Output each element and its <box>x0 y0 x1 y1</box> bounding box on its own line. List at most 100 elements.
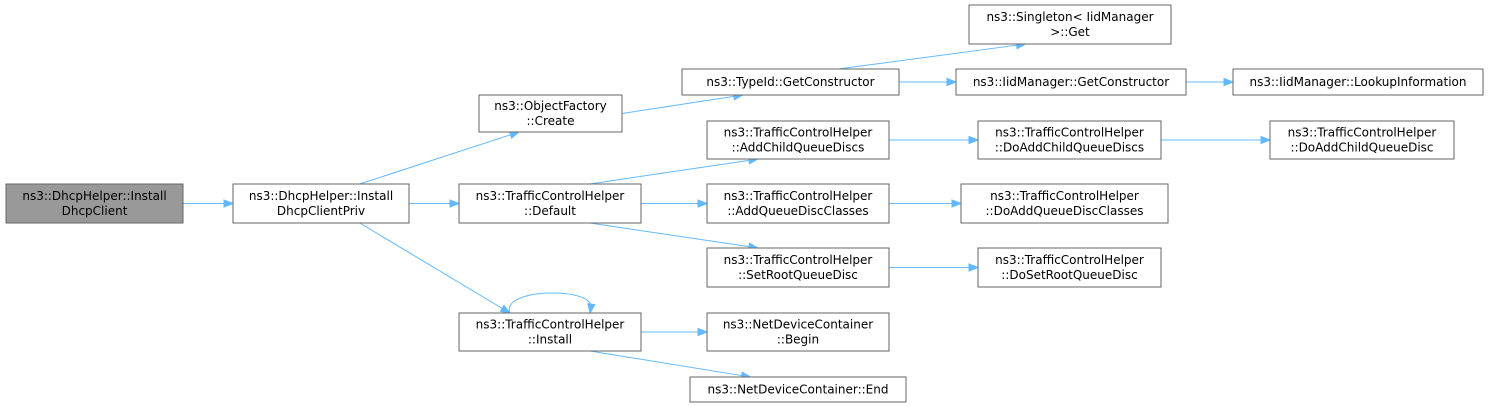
edge-n_priv-to-n_def <box>409 199 461 208</box>
node-label-line: ns3::TrafficControlHelper <box>724 126 873 140</box>
edge-n_priv-to-n_of <box>359 130 521 185</box>
node-lookup[interactable]: ns3::IidManager::LookupInformation <box>1232 68 1484 96</box>
edge-n_tid-to-n_sing <box>838 41 1027 70</box>
node-dosrqd[interactable]: ns3::TrafficControlHelper::DoSetRootQueu… <box>977 247 1162 288</box>
node-label-line: ns3::DhcpHelper::Install <box>22 189 166 203</box>
node-box[interactable] <box>232 183 410 224</box>
edge-n_inst-to-n_ndcb <box>641 327 709 337</box>
node-doacqd[interactable]: ns3::TrafficControlHelper::DoAddChildQue… <box>977 120 1162 160</box>
node-box[interactable] <box>706 120 890 160</box>
edge-n_of-to-n_tid <box>621 92 745 114</box>
node-label-line: DhcpClient <box>62 204 128 218</box>
node-doaqdc[interactable]: ns3::TrafficControlHelper::DoAddQueueDis… <box>960 183 1169 224</box>
edge-line <box>838 44 1017 70</box>
edge-n_inst-to-n_inst <box>509 292 596 315</box>
arrow-head-icon <box>223 199 235 208</box>
node-label-line: ns3::TrafficControlHelper <box>724 253 873 267</box>
arrow-head-icon <box>697 199 709 208</box>
node-label-line: ns3::ObjectFactory <box>494 99 607 113</box>
node-label-line: ns3::TrafficControlHelper <box>990 189 1139 203</box>
edge-line <box>509 292 591 314</box>
arrow-head-icon <box>1223 77 1235 87</box>
node-label-line: ::AddQueueDiscClasses <box>727 204 868 218</box>
node-label-line: ::Default <box>524 204 576 218</box>
edge-n_srqd-to-n_dosrqd <box>889 263 980 272</box>
node-label-line: ::SetRootQueueDisc <box>738 268 858 282</box>
edge-line <box>589 222 750 248</box>
node-box[interactable] <box>478 94 623 133</box>
edge-n_tid-to-n_iidgc <box>899 77 958 87</box>
edge-n_doacqd-to-n_doacqd1 <box>1161 135 1272 145</box>
node-box[interactable] <box>458 183 642 224</box>
edge-n_iidgc-to-n_lookup <box>1186 77 1235 87</box>
node-box[interactable] <box>706 183 890 224</box>
node-label-line: ns3::TrafficControlHelper <box>724 189 873 203</box>
node-iidgc[interactable]: ns3::IidManager::GetConstructor <box>955 68 1187 96</box>
arrow-head-icon <box>951 199 963 208</box>
edge-n_root-to-n_priv <box>183 199 235 208</box>
edge-n_def-to-n_acqd <box>589 156 760 185</box>
node-label-line: ::DoAddChildQueueDisc <box>1290 141 1433 155</box>
arrow-head-icon <box>968 135 980 145</box>
node-acqd[interactable]: ns3::TrafficControlHelper::AddChildQueue… <box>706 120 890 160</box>
arrow-head-icon <box>968 263 980 272</box>
edge-n_def-to-n_srqd <box>589 222 760 251</box>
arrow-head-icon <box>499 304 512 314</box>
node-box[interactable] <box>977 120 1162 160</box>
node-label-line: ::DoSetRootQueueDisc <box>1001 268 1137 282</box>
node-label-line: ns3::IidManager::GetConstructor <box>973 75 1169 89</box>
node-def[interactable]: ns3::TrafficControlHelper::Default <box>458 183 642 224</box>
node-doacqd1[interactable]: ns3::TrafficControlHelper::DoAddChildQue… <box>1269 120 1455 160</box>
node-label-line: DhcpClientPriv <box>277 204 365 218</box>
nodes-layer: ns3::DhcpHelper::InstallDhcpClientns3::D… <box>5 4 1484 403</box>
edge-n_priv-to-n_inst <box>359 222 512 314</box>
node-label-line: >::Get <box>1050 25 1090 39</box>
node-label-line: ns3::TrafficControlHelper <box>476 318 625 332</box>
node-srqd[interactable]: ns3::TrafficControlHelper::SetRootQueueD… <box>706 247 890 288</box>
node-inst[interactable]: ns3::TrafficControlHelper::Install <box>458 312 642 352</box>
node-label-line: ::DoAddQueueDiscClasses <box>986 204 1144 218</box>
node-of[interactable]: ns3::ObjectFactory::Create <box>478 94 623 133</box>
arrow-head-icon <box>449 199 461 208</box>
node-label-line: ::DoAddChildQueueDiscs <box>995 141 1144 155</box>
node-ndce[interactable]: ns3::NetDeviceContainer::End <box>689 376 907 403</box>
node-box[interactable] <box>977 247 1162 288</box>
node-box[interactable] <box>689 376 907 403</box>
arrow-head-icon <box>1260 135 1272 145</box>
edge-n_acqd-to-n_doacqd <box>889 135 980 145</box>
node-label-line: ns3::TypeId::GetConstructor <box>706 75 874 89</box>
edge-n_def-to-n_aqdc <box>641 199 709 208</box>
edge-line <box>621 95 734 114</box>
arrow-head-icon <box>946 77 958 87</box>
edge-line <box>589 350 742 377</box>
node-box[interactable] <box>960 183 1169 224</box>
node-box[interactable] <box>5 183 184 224</box>
node-box[interactable] <box>681 68 900 96</box>
arrow-head-icon <box>697 327 709 337</box>
edge-line <box>359 222 503 309</box>
node-label-line: ns3::TrafficControlHelper <box>1288 126 1437 140</box>
node-label-line: ns3::TrafficControlHelper <box>476 189 625 203</box>
node-tid[interactable]: ns3::TypeId::GetConstructor <box>681 68 900 96</box>
node-label-line: ns3::IidManager::LookupInformation <box>1250 75 1467 89</box>
node-sing[interactable]: ns3::Singleton< IidManager>::Get <box>968 4 1172 45</box>
edge-line <box>359 134 511 185</box>
node-box[interactable] <box>955 68 1187 96</box>
node-label-line: ns3::DhcpHelper::Install <box>249 189 393 203</box>
arrow-head-icon <box>587 302 596 315</box>
node-box[interactable] <box>458 312 642 352</box>
node-box[interactable] <box>1232 68 1484 96</box>
node-box[interactable] <box>706 247 890 288</box>
node-label-line: ns3::NetDeviceContainer <box>723 318 873 332</box>
node-ndcb[interactable]: ns3::NetDeviceContainer::Begin <box>706 312 890 352</box>
node-aqdc[interactable]: ns3::TrafficControlHelper::AddQueueDiscC… <box>706 183 890 224</box>
edge-n_aqdc-to-n_doaqdc <box>889 199 963 208</box>
node-box[interactable] <box>706 312 890 352</box>
node-label-line: ::Begin <box>777 333 819 347</box>
node-box[interactable] <box>1269 120 1455 160</box>
node-label-line: ::Create <box>527 114 575 128</box>
node-box[interactable] <box>968 4 1172 45</box>
